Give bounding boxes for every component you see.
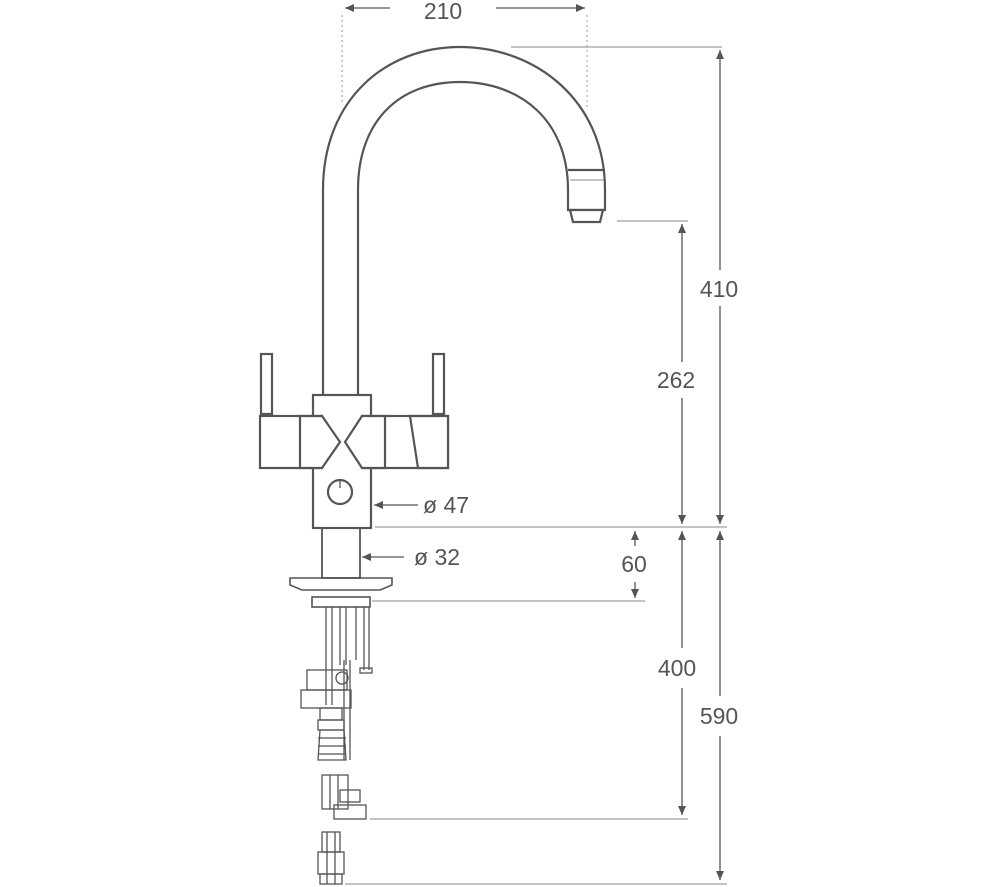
left-lever (259, 352, 274, 416)
mounting-plate (289, 577, 393, 591)
connectors (300, 660, 367, 885)
label-body-diameter: ø 47 (423, 492, 469, 518)
tap-outline (258, 45, 607, 885)
shank (321, 527, 361, 579)
label-spout-reach: 210 (424, 0, 462, 24)
label-total-below: 590 (700, 703, 738, 729)
label-total-height: 410 (700, 276, 738, 302)
spout-outer (321, 45, 607, 395)
label-max-deck-thickness: 60 (621, 551, 647, 577)
label-shank-length: 400 (658, 655, 696, 681)
right-lever (431, 352, 446, 416)
label-shank-diameter: ø 32 (414, 544, 460, 570)
label-spout-height: 262 (657, 367, 695, 393)
fixing-rods (325, 607, 373, 705)
dimension-labels: 210 410 262 ø 47 ø 32 60 400 590 (414, 0, 738, 729)
dimensions (341, 4, 727, 885)
spout-nozzle (568, 168, 605, 224)
